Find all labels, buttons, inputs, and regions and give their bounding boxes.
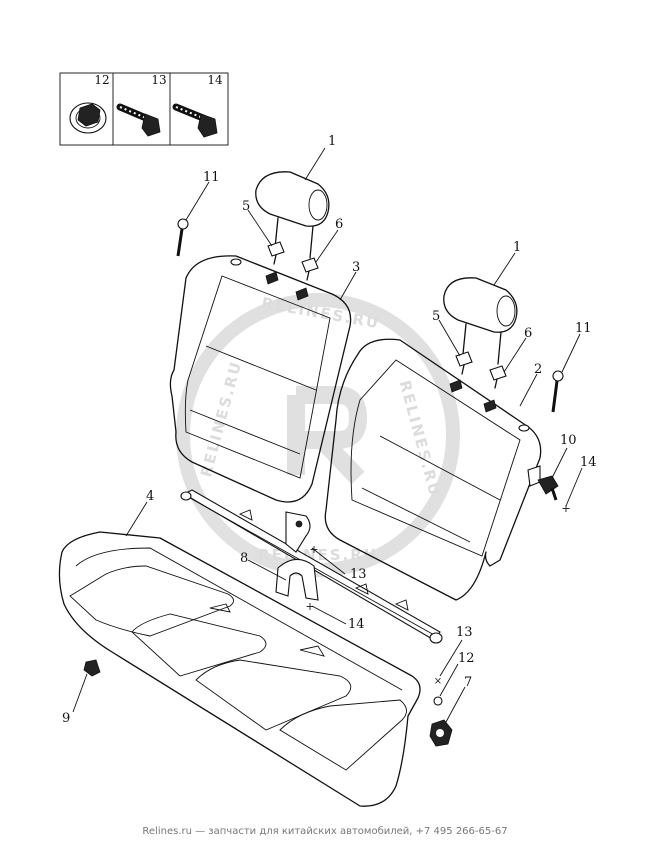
watermark-text-left: RELINES.RU [197, 358, 245, 479]
watermark-text-right: RELINES.RU [396, 378, 444, 499]
legend-frame [59, 72, 229, 146]
callout-12: 12 [458, 651, 475, 666]
callout-6-right: 6 [524, 326, 532, 341]
headrest-guide-right-6 [489, 365, 507, 389]
callout-2: 2 [534, 362, 542, 377]
headrest-guide-left-6 [301, 257, 319, 281]
legend-label-14: 14 [207, 73, 223, 87]
release-knob [537, 475, 559, 501]
clip-9 [83, 659, 101, 677]
watermark-letter-r [287, 386, 368, 485]
callout-1-right: 1 [513, 240, 521, 255]
headrest-guide-left-5 [267, 241, 285, 265]
svg-text:+: + [305, 600, 314, 613]
callout-5-right: 5 [432, 309, 440, 324]
callout-labels: 1 1 2 3 4 5 5 6 6 7 8 9 10 11 11 12 13 1… [62, 134, 597, 726]
headrest-right [443, 277, 518, 365]
fastener-marks: × + + + [305, 502, 570, 687]
callout-11-right: 11 [575, 321, 592, 336]
leader-lines [72, 147, 583, 723]
watermark: RELINES.RU RELINES.RU RELINES.RU RELINES… [176, 293, 460, 577]
callout-3: 3 [352, 260, 360, 275]
headrest-guide-right-5 [455, 351, 473, 375]
callout-4: 4 [146, 489, 154, 504]
backrest-left [169, 255, 352, 503]
callout-10: 10 [560, 433, 577, 448]
bolt-icon [172, 103, 218, 138]
backrest-right [324, 338, 542, 601]
callout-5-left: 5 [242, 199, 250, 214]
legend-label-12: 12 [94, 73, 109, 87]
callout-9: 9 [62, 711, 70, 726]
seat-frame-bar [180, 489, 443, 644]
bolt-icon [116, 103, 161, 137]
nut-icon [69, 102, 107, 134]
callout-8: 8 [240, 551, 248, 566]
callout-14-center: 14 [348, 617, 365, 632]
site-footer: Relines.ru — запчасти для китайских авто… [142, 826, 508, 837]
buckle-bracket-7 [429, 719, 453, 747]
callout-13-center: 13 [350, 567, 367, 582]
fastener-legend: 12 13 14 [59, 72, 229, 146]
headrest-left [255, 171, 330, 259]
svg-text:×: × [434, 676, 442, 687]
washer-12 [433, 696, 443, 706]
callout-11-left: 11 [203, 170, 220, 185]
callout-7: 7 [464, 675, 472, 690]
seat-cushion [58, 531, 421, 807]
svg-text:+: + [561, 502, 570, 515]
callout-14-right: 14 [580, 455, 597, 470]
legend-label-13: 13 [151, 73, 166, 87]
callout-6-left: 6 [335, 217, 343, 232]
hook-bolt-right [551, 370, 564, 413]
callout-1-left: 1 [328, 134, 336, 149]
hook-bolt-left [176, 218, 189, 257]
callout-13-right: 13 [456, 625, 473, 640]
